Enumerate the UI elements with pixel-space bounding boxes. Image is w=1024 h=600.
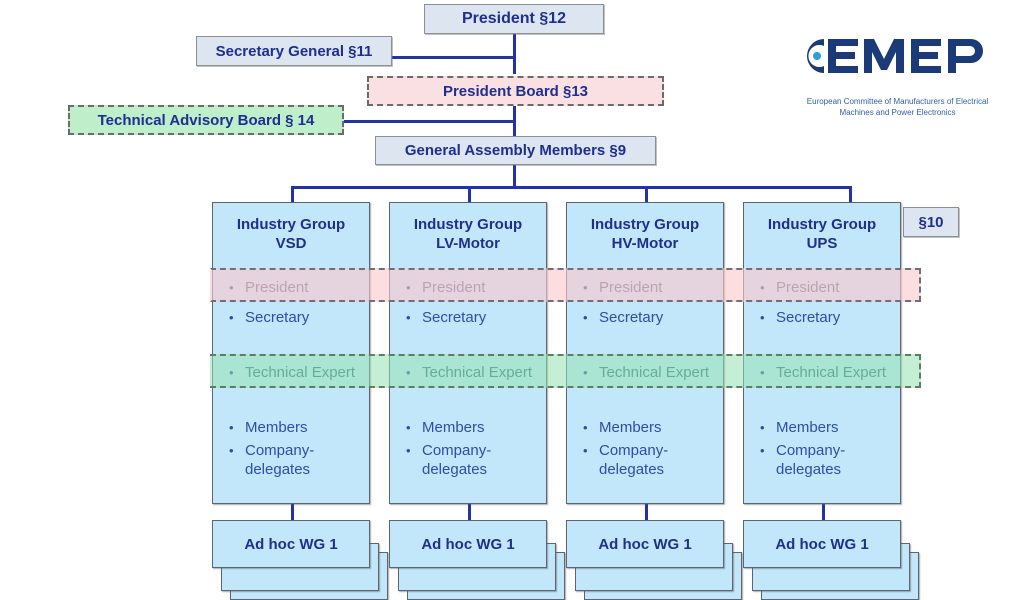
cemep-tagline-line1: European Committee of Manufacturers of E… [806,97,989,106]
list-item-company-delegates: Company- delegates [227,441,363,479]
industry-group-column-hv-motor[interactable]: Industry Group HV-Motor President Secret… [566,202,724,504]
node-secretary-general-label: Secretary General §11 [215,42,373,60]
industry-group-title-line2: HV-Motor [611,235,679,252]
delegates-line1: Company- [776,442,846,459]
ad-hoc-wg-label: Ad hoc WG 1 [598,535,692,553]
node-general-assembly-label: General Assembly Members §9 [404,142,627,159]
cemep-tagline-line2: Machines and Power Electronics [839,108,956,117]
list-item-president: President [581,278,717,297]
delegates-line2: delegates [245,461,311,478]
delegates-line1: Company- [422,442,492,459]
list-item-company-delegates: Company- delegates [404,441,540,479]
connector-advisory-board [340,120,515,123]
industry-group-title: Industry Group VSD [213,215,369,253]
delegates-line1: Company- [599,442,669,459]
ad-hoc-wg-label: Ad hoc WG 1 [775,535,869,553]
node-section-10[interactable]: §10 [903,207,959,237]
industry-group-title: Industry Group HV-Motor [567,215,723,253]
industry-group-title: Industry Group UPS [744,215,900,253]
list-item-members: Members [581,418,717,437]
cemep-logo-wordmark [790,28,1005,93]
delegates-line2: delegates [776,461,842,478]
connector-distribution-bar [291,186,852,189]
node-secretary-general[interactable]: Secretary General §11 [196,36,392,66]
industry-group-title: Industry Group LV-Motor [390,215,546,253]
connector-assembly-down [513,164,516,188]
connector-vsd-to-wg [291,504,294,522]
list-item-members: Members [758,418,894,437]
list-item-technical-expert: Technical Expert [404,363,540,382]
list-item-technical-expert: Technical Expert [227,363,363,382]
connector-ups-to-wg [822,504,825,522]
list-item-president: President [404,278,540,297]
industry-group-column-ups[interactable]: Industry Group UPS President Secretary T… [743,202,901,504]
industry-group-title-line2: LV-Motor [436,235,500,252]
connector-branch-lvmotor [468,186,471,204]
industry-group-title-line1: Industry Group [767,216,877,233]
industry-group-title-line2: UPS [806,235,838,252]
ad-hoc-wg-ups[interactable]: Ad hoc WG 1 [743,520,901,568]
list-item-secretary: Secretary [227,308,363,327]
delegates-line2: delegates [599,461,665,478]
list-item-secretary: Secretary [581,308,717,327]
cemep-logo-tagline: European Committee of Manufacturers of E… [790,96,1005,118]
connector-branch-vsd [291,186,294,204]
industry-group-column-vsd[interactable]: Industry Group VSD President Secretary T… [212,202,370,504]
cemep-logo: European Committee of Manufacturers of E… [790,28,1005,118]
connector-branch-hvmotor [645,186,648,204]
ad-hoc-wg-lv-motor[interactable]: Ad hoc WG 1 [389,520,547,568]
ad-hoc-wg-vsd[interactable]: Ad hoc WG 1 [212,520,370,568]
delegates-line1: Company- [245,442,315,459]
industry-group-title-line1: Industry Group [236,216,346,233]
list-item-members: Members [404,418,540,437]
node-section-10-label: §10 [918,213,944,231]
list-item-members: Members [227,418,363,437]
list-item-company-delegates: Company- delegates [581,441,717,479]
connector-branch-ups [849,186,852,204]
connector-secretary-general [390,56,515,59]
list-item-technical-expert: Technical Expert [581,363,717,382]
ad-hoc-wg-hv-motor[interactable]: Ad hoc WG 1 [566,520,724,568]
node-president-board[interactable]: President Board §13 [367,76,664,106]
list-item-technical-expert: Technical Expert [758,363,894,382]
list-item-company-delegates: Company- delegates [758,441,894,479]
connector-board-to-assembly [513,106,516,142]
list-item-secretary: Secretary [404,308,540,327]
industry-group-column-lv-motor[interactable]: Industry Group LV-Motor President Secret… [389,202,547,504]
ad-hoc-wg-label: Ad hoc WG 1 [421,535,515,553]
connector-president-to-board [513,34,516,74]
node-president-label: President §12 [461,10,567,27]
list-item-president: President [758,278,894,297]
list-item-president: President [227,278,363,297]
connector-lvmotor-to-wg [468,504,471,522]
industry-group-title-line1: Industry Group [590,216,700,233]
industry-group-title-line2: VSD [275,235,307,252]
cemep-logo-icon [806,39,983,73]
node-general-assembly[interactable]: General Assembly Members §9 [375,136,656,165]
industry-group-title-line1: Industry Group [413,216,523,233]
node-president[interactable]: President §12 [424,4,604,34]
node-president-board-label: President Board §13 [442,82,589,100]
node-technical-advisory-board-label: Technical Advisory Board § 14 [97,111,315,129]
list-item-secretary: Secretary [758,308,894,327]
node-technical-advisory-board[interactable]: Technical Advisory Board § 14 [68,105,344,135]
ad-hoc-wg-label: Ad hoc WG 1 [244,535,338,553]
connector-hvmotor-to-wg [645,504,648,522]
delegates-line2: delegates [422,461,488,478]
